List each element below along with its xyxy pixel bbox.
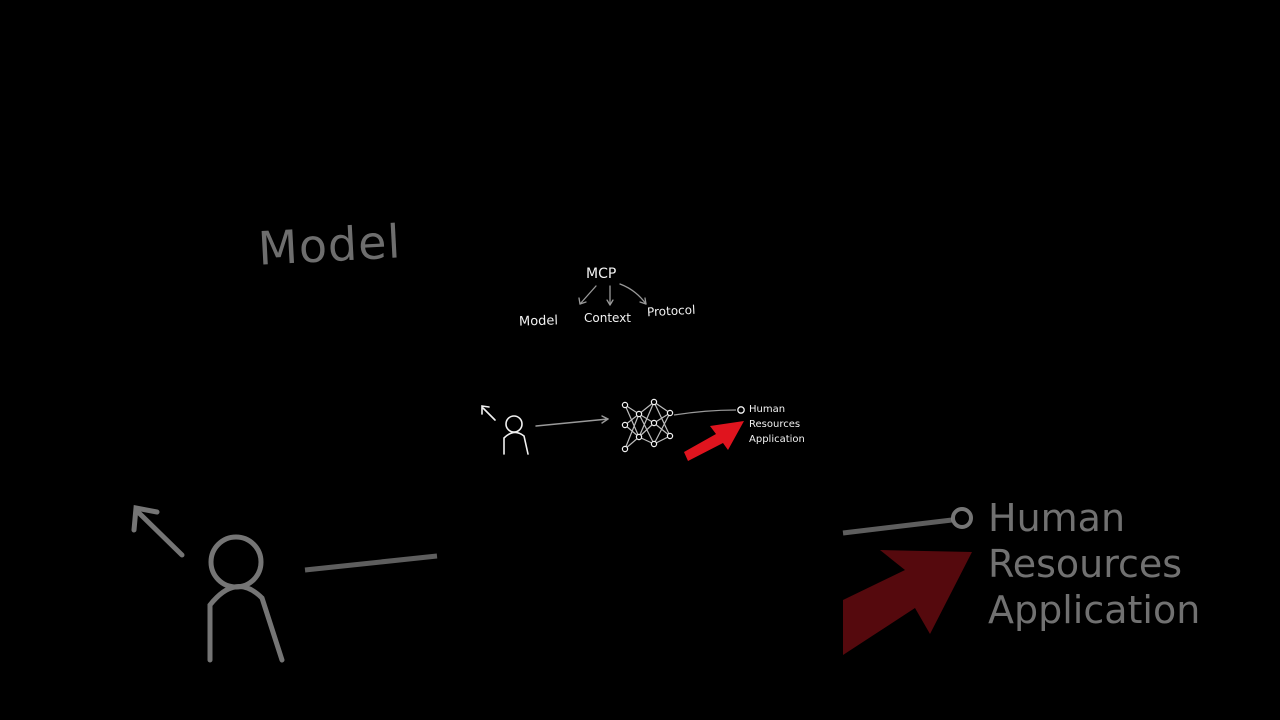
sketch-drawing bbox=[481, 283, 745, 461]
hr-line-1: Human bbox=[749, 404, 786, 415]
background-hr-line-1: Human bbox=[988, 496, 1126, 540]
hr-line-2: Resources bbox=[749, 419, 801, 430]
background-connector-dot-icon bbox=[951, 507, 973, 529]
video-center-column: MCP Model Context Protocol bbox=[438, 0, 842, 720]
background-hr-connector bbox=[842, 517, 953, 536]
pointer-arrow-icon bbox=[684, 421, 744, 461]
hr-line-3: Application bbox=[749, 434, 805, 445]
background-hr-label: Human Resources Application bbox=[988, 495, 1200, 633]
hr-app-label: Human Resources Application bbox=[749, 402, 805, 447]
neural-network-icon bbox=[621, 398, 674, 453]
background-red-arrow bbox=[843, 550, 972, 655]
background-hr-line-3: Application bbox=[988, 588, 1201, 632]
person-icon bbox=[481, 405, 529, 455]
context-label: Context bbox=[584, 311, 632, 325]
background-model-label: Model bbox=[256, 214, 403, 276]
network-to-hr-connector bbox=[673, 409, 737, 416]
person-to-network-arrow bbox=[535, 415, 609, 427]
mcp-branch-arrows bbox=[578, 283, 647, 306]
connector-dot-icon bbox=[737, 406, 745, 414]
mcp-heading: MCP bbox=[586, 266, 617, 282]
background-connector-line bbox=[304, 553, 438, 573]
background-hr-line-2: Resources bbox=[988, 542, 1183, 586]
background-person-icon bbox=[131, 505, 285, 663]
